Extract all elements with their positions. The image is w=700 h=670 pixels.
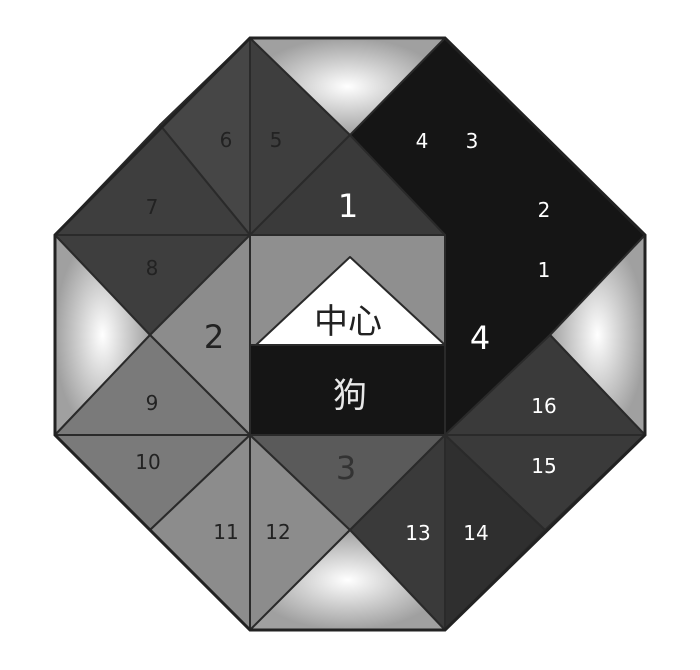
octagon-outline [53, 36, 647, 632]
label-seg-12: 12 [265, 520, 290, 544]
label-seg-9: 9 [146, 391, 159, 415]
label-seg-16: 16 [531, 394, 556, 418]
label-region-1: 1 [338, 187, 358, 225]
label-region-2: 2 [204, 318, 224, 356]
label-seg-13: 13 [405, 521, 430, 545]
label-seg-7: 7 [146, 195, 159, 219]
label-region-4: 4 [470, 319, 490, 357]
label-seg-4: 4 [416, 129, 429, 153]
label-region-3: 3 [336, 449, 356, 487]
label-seg-15: 15 [531, 454, 556, 478]
label-seg-2: 2 [538, 198, 551, 222]
label-seg-14: 14 [463, 521, 488, 545]
label-seg-3: 3 [466, 129, 479, 153]
dog-box [249, 344, 446, 436]
label-seg-6: 6 [220, 128, 233, 152]
label-seg-8: 8 [146, 256, 159, 280]
label-seg-11: 11 [213, 520, 238, 544]
label-seg-1: 1 [538, 258, 551, 282]
label-center: 中心 [314, 302, 382, 342]
label-dog: 狗 [333, 376, 367, 416]
label-seg-10: 10 [135, 450, 160, 474]
label-seg-5: 5 [270, 128, 283, 152]
